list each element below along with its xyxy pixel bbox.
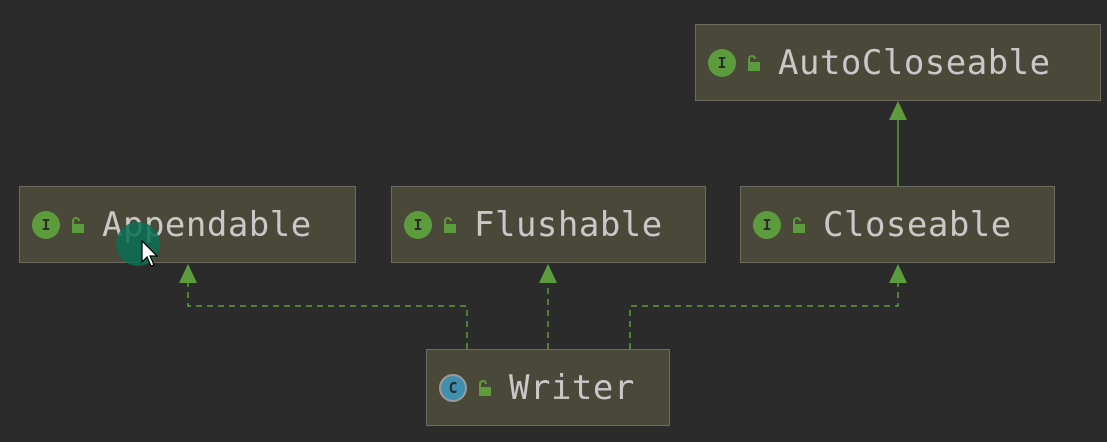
node-label: Writer — [509, 367, 635, 408]
mouse-pointer-icon — [141, 240, 159, 267]
arrow-flushable — [539, 264, 557, 283]
node-flushable[interactable]: I Flushable — [391, 186, 706, 263]
node-label: Flushable — [474, 204, 663, 245]
unlock-icon — [793, 216, 805, 233]
edge-writer-appendable — [187, 280, 468, 349]
class-icon: C — [439, 373, 467, 402]
node-label: AutoCloseable — [778, 42, 1051, 83]
interface-icon: I — [404, 210, 432, 239]
node-autocloseable[interactable]: I AutoCloseable — [695, 24, 1101, 101]
interface-icon: I — [753, 210, 781, 239]
unlock-icon — [748, 54, 760, 71]
arrow-closeable — [889, 264, 907, 283]
node-appendable[interactable]: I Appendable — [19, 186, 356, 263]
cursor-highlight — [116, 222, 160, 266]
arrow-appendable — [179, 264, 197, 283]
interface-icon: I — [708, 48, 736, 77]
interface-icon: I — [32, 210, 60, 239]
unlock-icon — [72, 216, 84, 233]
arrow-autocloseable — [889, 101, 907, 120]
node-writer[interactable]: C Writer — [426, 349, 670, 426]
unlock-icon — [444, 216, 456, 233]
node-closeable[interactable]: I Closeable — [740, 186, 1055, 263]
unlock-icon — [479, 379, 491, 396]
edge-writer-closeable — [629, 280, 899, 349]
node-label: Closeable — [823, 204, 1012, 245]
